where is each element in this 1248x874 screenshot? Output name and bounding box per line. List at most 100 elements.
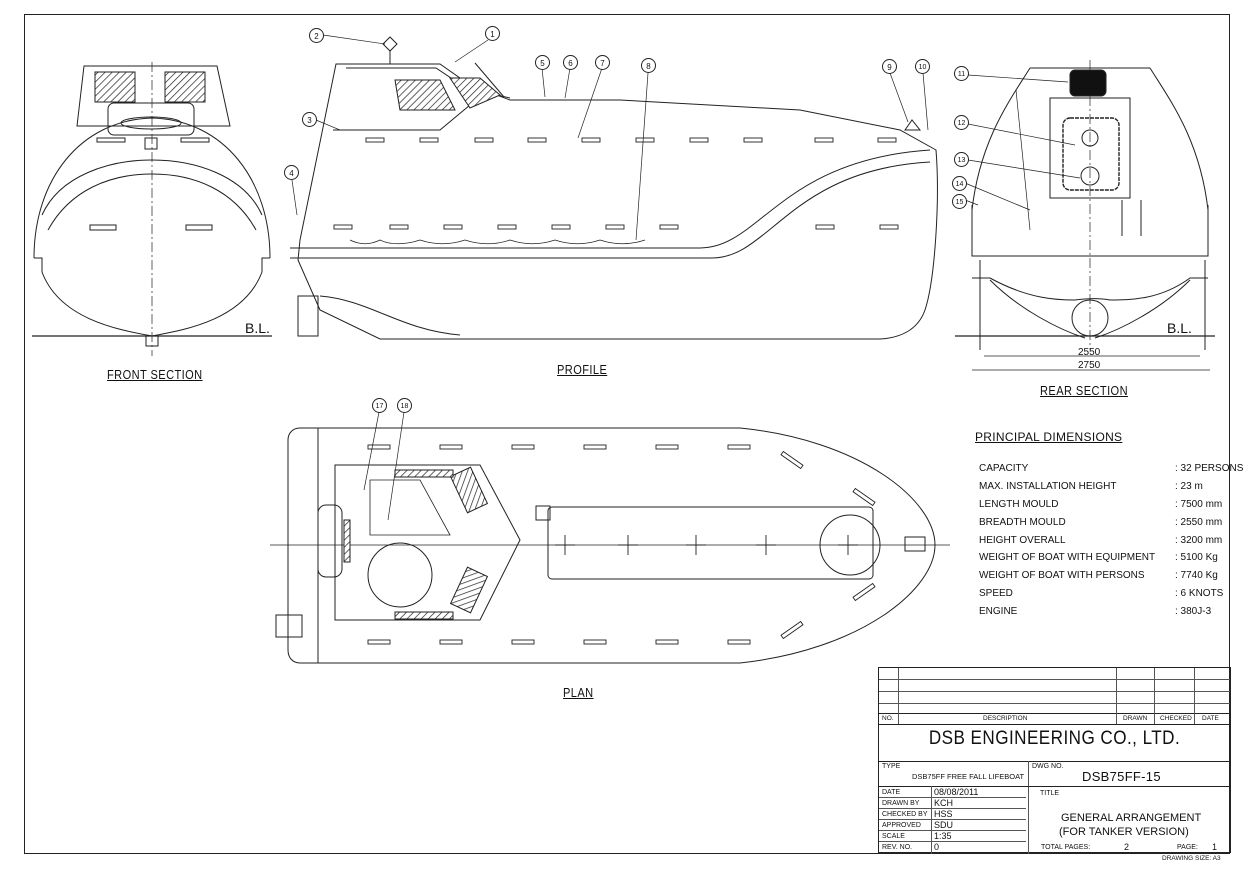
balloon-10: 10 — [915, 59, 930, 74]
col-divider — [1154, 668, 1155, 724]
field-label-rev-no: REV. NO. — [882, 844, 913, 851]
balloon-2: 2 — [309, 28, 324, 43]
rear-section-view — [955, 60, 1215, 371]
pd-value: : 3200 mm — [1175, 534, 1223, 546]
balloon-1: 1 — [485, 26, 500, 41]
col-divider — [931, 786, 932, 854]
pd-label: LENGTH MOULD — [979, 498, 1059, 510]
field-value-drawn-by: KCH — [934, 798, 954, 808]
col-divider — [1028, 761, 1029, 854]
rev-header-date: DATE — [1202, 715, 1219, 722]
divider — [879, 761, 1230, 762]
pd-label: MAX. INSTALLATION HEIGHT — [979, 481, 1117, 493]
dwg-no-label: DWG NO. — [1032, 763, 1064, 770]
pd-label: WEIGHT OF BOAT WITH PERSONS — [979, 570, 1145, 582]
balloon-12: 12 — [954, 115, 969, 130]
balloon-6: 6 — [563, 55, 578, 70]
pd-row: WEIGHT OF BOAT WITH EQUIPMENT : 5100 Kg — [979, 549, 1243, 567]
balloon-9: 9 — [882, 59, 897, 74]
balloon-17: 17 — [372, 398, 387, 413]
divider — [879, 724, 1230, 725]
profile-view — [290, 34, 938, 340]
balloon-15: 15 — [952, 194, 967, 209]
balloon-11: 11 — [954, 66, 969, 81]
drawing-size: DRAWING SIZE: A3 — [1162, 855, 1221, 862]
field-label-drawn-by: DRAWN BY — [882, 800, 920, 807]
rev-header-drawn: DRAWN — [1123, 715, 1148, 722]
field-label-date: DATE — [882, 789, 901, 796]
pd-value: : 2550 mm — [1175, 516, 1223, 528]
principal-dimensions-table: CAPACITY : 32 PERSONS MAX. INSTALLATION H… — [979, 460, 1243, 620]
title-line-1: GENERAL ARRANGEMENT — [1061, 812, 1202, 824]
pd-row: CAPACITY : 32 PERSONS — [979, 460, 1243, 478]
divider — [879, 786, 1230, 787]
plan-label: PLAN — [563, 685, 594, 700]
pd-value: : 32 PERSONS — [1175, 463, 1244, 475]
field-label-scale: SCALE — [882, 833, 905, 840]
rev-header-description: DESCRIPTION — [983, 715, 1028, 722]
field-row-line — [879, 819, 1026, 820]
pd-label: ENGINE — [979, 605, 1018, 617]
title-line-2: (FOR TANKER VERSION) — [1059, 826, 1189, 838]
revision-row — [879, 679, 1230, 680]
pd-label: WEIGHT OF BOAT WITH EQUIPMENT — [979, 552, 1156, 564]
pd-row: LENGTH MOULD : 7500 mm — [979, 496, 1243, 514]
balloon-5: 5 — [535, 55, 550, 70]
field-value-date: 08/08/2011 — [934, 787, 979, 797]
pd-row: ENGINE : 380J-3 — [979, 602, 1243, 620]
field-label-approved: APPROVED — [882, 822, 921, 829]
pd-value: : 7740 Kg — [1175, 570, 1218, 582]
pd-label: HEIGHT OVERALL — [979, 534, 1066, 546]
rear-section-label: REAR SECTION — [1040, 383, 1128, 398]
field-row-line — [879, 797, 1026, 798]
pd-value: : 380J-3 — [1175, 605, 1212, 617]
dimension-2550: 2550 — [1078, 347, 1101, 358]
total-pages-value: 2 — [1124, 842, 1130, 852]
field-value-approved: SDU — [934, 820, 954, 830]
pd-value: : 5100 Kg — [1175, 552, 1218, 564]
field-value-rev-no: 0 — [934, 842, 940, 852]
rev-header-checked: CHECKED — [1160, 715, 1192, 722]
balloon-7: 7 — [595, 55, 610, 70]
field-row-line — [879, 808, 1026, 809]
title-block: NO. DESCRIPTION DRAWN CHECKED DATE DSB E… — [878, 667, 1231, 854]
drawing-sheet-border — [24, 14, 1230, 854]
pd-row: BREADTH MOULD : 2550 mm — [979, 513, 1243, 531]
front-section-view — [32, 62, 272, 356]
col-divider — [1194, 668, 1195, 724]
field-row-line — [879, 841, 1026, 842]
balloon-4: 4 — [284, 165, 299, 180]
field-label-checked-by: CHECKED BY — [882, 811, 928, 818]
profile-label: PROFILE — [557, 362, 608, 377]
dimension-2750: 2750 — [1078, 360, 1101, 371]
rev-header-no: NO. — [882, 715, 894, 722]
pd-row: WEIGHT OF BOAT WITH PERSONS : 7740 Kg — [979, 567, 1243, 585]
revision-row — [879, 691, 1230, 692]
balloon-14: 14 — [952, 176, 967, 191]
plan-view — [270, 411, 950, 664]
total-pages-label: TOTAL PAGES: — [1041, 844, 1091, 851]
balloon-18: 18 — [397, 398, 412, 413]
baseline-label-front: B.L. — [245, 320, 270, 336]
field-value-checked-by: HSS — [934, 809, 953, 819]
revision-header-line — [879, 713, 1230, 714]
col-divider — [898, 668, 899, 724]
pd-label: CAPACITY — [979, 463, 1029, 475]
revision-row — [879, 703, 1230, 704]
balloon-13: 13 — [954, 152, 969, 167]
pd-value: : 23 m — [1175, 481, 1203, 493]
pd-value: : 6 KNOTS — [1175, 587, 1224, 599]
pd-row: MAX. INSTALLATION HEIGHT : 23 m — [979, 478, 1243, 496]
field-row-line — [879, 830, 1026, 831]
company-name: DSB ENGINEERING CO., LTD. — [928, 728, 1181, 749]
pd-value: : 7500 mm — [1175, 498, 1223, 510]
field-value-scale: 1:35 — [934, 831, 952, 841]
pd-label: SPEED — [979, 587, 1013, 599]
balloon-8: 8 — [641, 58, 656, 73]
pd-label: BREADTH MOULD — [979, 516, 1066, 528]
page-label: PAGE: — [1177, 844, 1198, 851]
title-label: TITLE — [1040, 790, 1060, 797]
plan-seats — [555, 535, 858, 555]
pd-row: HEIGHT OVERALL : 3200 mm — [979, 531, 1243, 549]
